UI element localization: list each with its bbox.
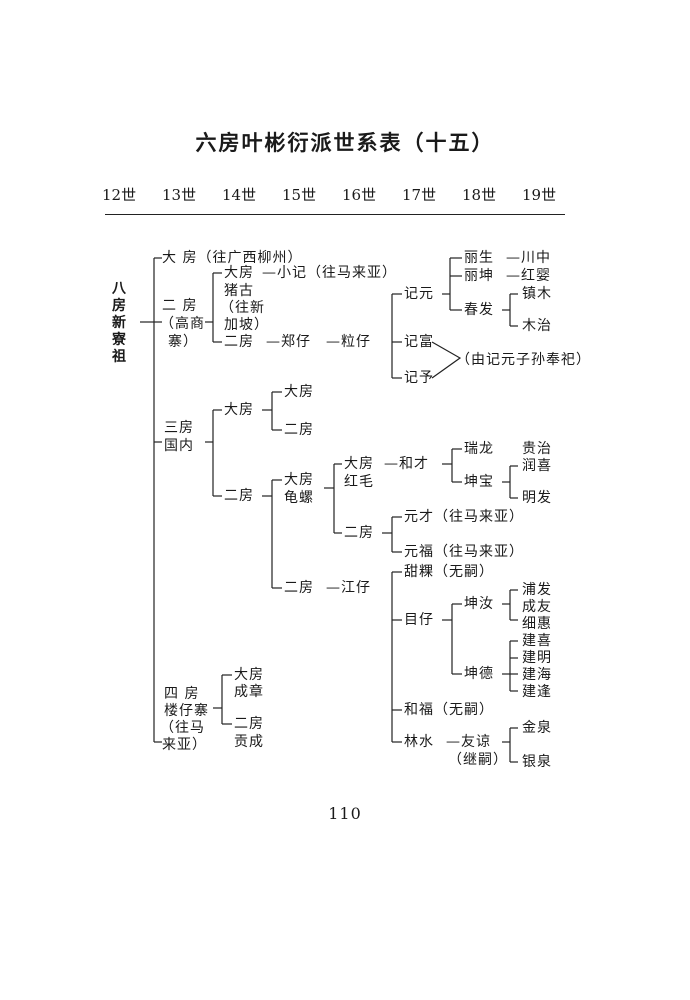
g19-jian-ming: 建明 (522, 650, 552, 666)
g13-er-fang: 二 房 (162, 298, 198, 314)
g18-rui-long: 瑞龙 (464, 441, 494, 457)
g15-zheng-zai: —郑仔 (266, 334, 311, 350)
gen-header-12: 12世 (102, 186, 137, 204)
g14-er-er-fang: 二房 (224, 334, 254, 350)
g14-zhu-gu-note: （往新 (220, 300, 265, 316)
g19-jian-feng: 建逢 (522, 684, 552, 700)
g19-xi-hui: 细惠 (522, 616, 552, 632)
g15-xiao-ji: —小记（往马来亚） (262, 265, 397, 281)
g18-you-liang: —友谅 (446, 734, 491, 750)
g18-li-sheng: 丽生 (464, 250, 494, 266)
g17-mu-zai: 目仔 (404, 612, 434, 628)
g14-san-da-fang: 大房 (224, 402, 254, 418)
gen-header-17: 17世 (402, 186, 437, 204)
g15-gui-luo-da-fang: 大房 (284, 472, 314, 488)
g14-san-er-fang: 二房 (224, 488, 254, 504)
g19-ming-fa: 明发 (522, 490, 552, 506)
gen-header-14: 14世 (222, 186, 257, 204)
g13-da-fang: 大 房（往广西柳州） (162, 250, 303, 266)
gen-header-13: 13世 (162, 186, 197, 204)
g19-hong-ying: —红婴 (506, 268, 551, 284)
g14-gong-cheng: 贡成 (234, 734, 264, 750)
g18-kun-ru: 坤汝 (464, 596, 494, 612)
g16-jiang-zai: —江仔 (326, 580, 371, 596)
g19-cheng-you: 成友 (522, 599, 552, 615)
g18-kun-de: 坤德 (464, 666, 494, 682)
g18-chun-fa: 春发 (464, 302, 494, 318)
g15-er-fang-2: 二房 (284, 580, 314, 596)
g19-jian-hai: 建海 (522, 667, 552, 683)
g18-kun-bao: 坤宝 (464, 474, 494, 490)
g17-yuan-fu: 元福（往马来亚） (404, 544, 524, 560)
g19-run-xi: 润喜 (522, 458, 552, 474)
g19-gui-zhi: 贵治 (522, 441, 552, 457)
g17-he-fu: 和福（无嗣） (404, 702, 494, 718)
page-number: 110 (328, 804, 362, 823)
g18-lineage-note: （由记元子孙奉祀） (456, 352, 591, 368)
g14-si-da-fang: 大房 (234, 667, 264, 683)
g13-er-fang-place: （高商 (160, 316, 205, 332)
g15-er-fang: 二房 (284, 422, 314, 438)
g17-gan-mi: 甜粿（无嗣） (404, 564, 494, 580)
g19-jian-xi: 建喜 (522, 633, 552, 649)
g16-hong-mao-da-fang: 大房 (344, 456, 374, 472)
g13-si-fang-note: （往马 (160, 720, 205, 736)
g17-ji-fu: 记富 (404, 334, 434, 350)
g18-ji-si: （继嗣） (448, 752, 508, 768)
g13-san-fang-place: 国内 (164, 438, 194, 454)
g16-li-zai: —粒仔 (326, 334, 371, 350)
g15-gui-luo: 龟螺 (284, 490, 314, 506)
g14-zhu-gu: 猪古 (224, 283, 254, 299)
g19-zhen-mu: 镇木 (522, 286, 552, 302)
ancestor-label: 八房新寮祖 (112, 281, 126, 365)
g14-cheng-zhang: 成章 (234, 684, 264, 700)
g17-he-cai: —和才 (384, 456, 429, 472)
page-title: 六房叶彬衍派世系表（十五） (195, 130, 495, 155)
g19-chuan-zhong: —川中 (506, 250, 551, 266)
g14-er-da-fang: 大房 (224, 265, 254, 281)
gen-header-19: 19世 (522, 186, 557, 204)
g14-zhu-gu-note-end: 加坡） (224, 317, 269, 333)
gen-header-15: 15世 (282, 186, 317, 204)
g19-yin-quan: 银泉 (522, 754, 552, 770)
g17-yuan-cai: 元才（往马来亚） (404, 509, 524, 525)
g13-san-fang: 三房 (164, 420, 194, 436)
g18-li-kun: 丽坤 (464, 268, 494, 284)
g13-si-fang: 四 房 (164, 686, 200, 702)
g13-er-fang-place-end: 寨） (168, 334, 198, 350)
gen-header-16: 16世 (342, 186, 377, 204)
g17-lin-shui: 林水 (404, 734, 434, 750)
g16-hong-mao: 红毛 (344, 474, 374, 490)
g13-si-fang-place: 楼仔寨 (164, 703, 209, 719)
g19-mu-zhi: 木治 (522, 318, 552, 334)
g13-si-fang-note-end: 来亚） (162, 737, 207, 753)
g15-da-fang: 大房 (284, 384, 314, 400)
g17-ji-yuan: 记元 (404, 286, 434, 302)
g19-pu-fa: 浦发 (522, 582, 552, 598)
g14-si-er-fang: 二房 (234, 716, 264, 732)
g17-ji-zi: 记予 (404, 370, 434, 386)
gen-header-18: 18世 (462, 186, 497, 204)
g19-jin-quan: 金泉 (522, 720, 552, 736)
g16-er-fang: 二房 (344, 525, 374, 541)
header-rule (105, 214, 565, 215)
